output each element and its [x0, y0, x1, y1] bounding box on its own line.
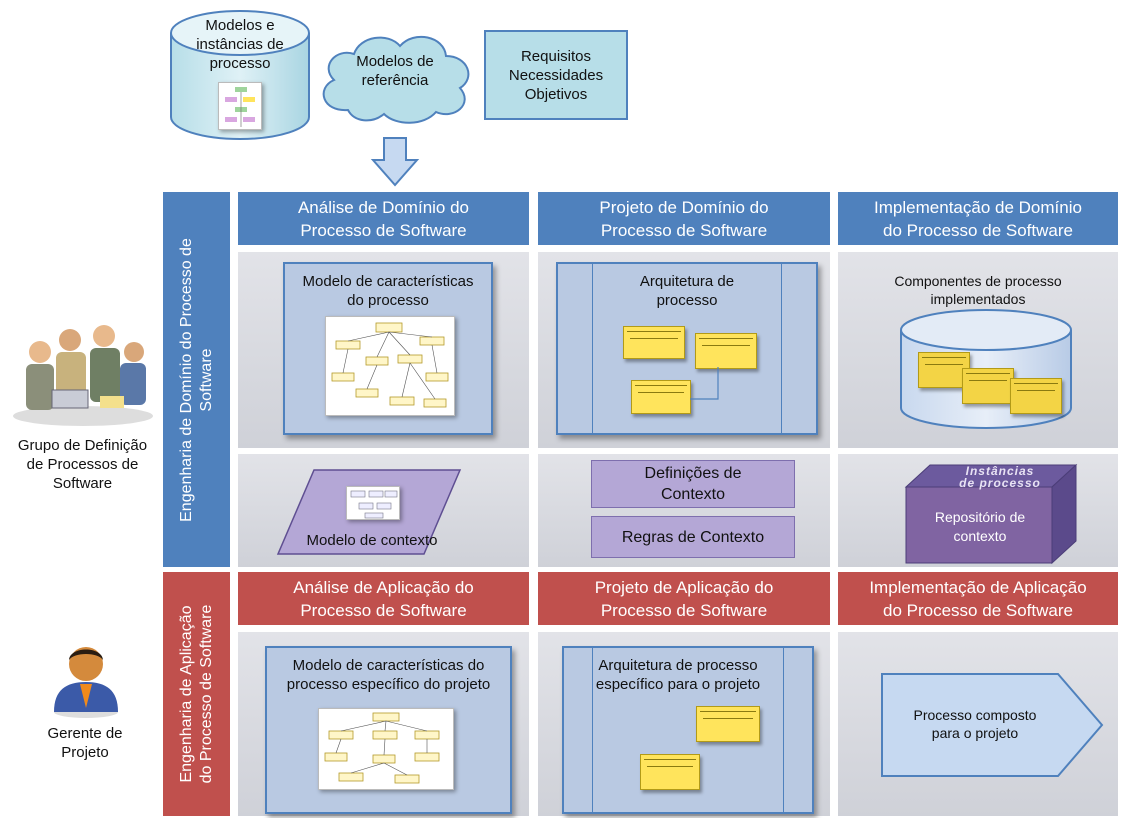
implemented-component-2: [962, 368, 1014, 404]
domain-design-title: Projeto de Domínio do Processo de Softwa…: [599, 197, 769, 240]
implemented-component-1: [918, 352, 970, 388]
implemented-component-3: [1010, 378, 1062, 414]
features-model-label: Modelo de características do processo: [302, 273, 474, 309]
flow-thumbnail-graphic: [225, 87, 255, 127]
repository-top-label: Instâncias de processo: [959, 464, 1041, 490]
application-design-header: Projeto de Aplicação do Processo de Soft…: [538, 572, 830, 625]
composed-process-label: Processo composto para o projeto: [913, 707, 1037, 741]
process-component-3: [631, 380, 691, 414]
context-definitions-label: Definições de Contexto: [644, 465, 742, 503]
requirements-label: Requisitos Necessidades Objetivos: [508, 47, 604, 103]
context-model-thumbnail: [346, 486, 400, 520]
application-analysis-header: Análise de Aplicação do Processo de Soft…: [238, 572, 529, 625]
context-definitions-box: Definições de Contexto: [591, 460, 795, 508]
context-rules-box: Regras de Contexto: [591, 516, 795, 558]
domain-implementation-header: Implementação de Domínio do Processo de …: [838, 192, 1118, 245]
manager-label: Gerente de Projeto: [47, 725, 123, 761]
process-flow-thumbnail: [218, 82, 262, 130]
specific-tree-graphic: [324, 712, 440, 784]
cylinder-label: Modelos e instâncias de processo: [196, 17, 284, 72]
input-arrow-icon: [370, 137, 420, 187]
feature-model-thumbnail: [325, 316, 455, 416]
specific-architecture-label: Arquitetura de processo específico para …: [595, 657, 761, 693]
component-connector: [690, 367, 719, 400]
reference-models-cloud: [322, 36, 470, 124]
domain-analysis-title: Análise de Domínio do Processo de Softwa…: [297, 197, 470, 240]
application-implementation-header: Implementação de Aplicação do Processo d…: [838, 572, 1118, 625]
specific-feature-thumbnail: [318, 708, 454, 790]
specific-component-2: [640, 754, 700, 790]
context-rules-label: Regras de Contexto: [621, 528, 765, 546]
process-component-2: [695, 333, 757, 369]
application-design-title: Projeto de Aplicação do Processo de Soft…: [594, 577, 774, 620]
context-model-label: Modelo de contexto: [306, 532, 438, 549]
cloud-label: Modelos de referência: [356, 53, 434, 89]
domain-engineering-lane: Engenharia de Domínio do Processo de Sof…: [163, 192, 230, 567]
team-group-icon: [13, 325, 153, 426]
repository-front-label: Repositório de contexto: [934, 509, 1026, 544]
domain-analysis-header: Análise de Domínio do Processo de Softwa…: [238, 192, 529, 245]
process-component-1: [623, 326, 685, 359]
composed-process-pentagon: [881, 673, 1104, 777]
domain-lane-label: Engenharia de Domínio do Processo de Sof…: [177, 237, 215, 522]
group-label: Grupo de Definição de Processos de Softw…: [17, 437, 148, 492]
project-manager-icon: [54, 647, 118, 718]
domain-design-header: Projeto de Domínio do Processo de Softwa…: [538, 192, 830, 245]
architecture-label: Arquitetura de processo: [639, 273, 735, 309]
components-label: Componentes de processo implementados: [894, 273, 1062, 307]
context-thumbnail-graphic: [350, 490, 398, 519]
application-lane-label: Engenharia de Aplicação do Processo de S…: [177, 604, 215, 784]
specific-features-label: Modelo de características do processo es…: [286, 657, 491, 693]
domain-implementation-title: Implementação de Domínio do Processo de …: [874, 197, 1082, 240]
specific-component-1: [696, 706, 760, 742]
requirements-box: Requisitos Necessidades Objetivos: [484, 30, 628, 120]
context-repository-cube: [904, 463, 1078, 565]
feature-tree-graphic: [331, 322, 449, 408]
application-implementation-title: Implementação de Aplicação do Processo d…: [869, 577, 1087, 620]
application-analysis-title: Análise de Aplicação do Processo de Soft…: [293, 577, 474, 620]
application-engineering-lane: Engenharia de Aplicação do Processo de S…: [163, 572, 230, 816]
